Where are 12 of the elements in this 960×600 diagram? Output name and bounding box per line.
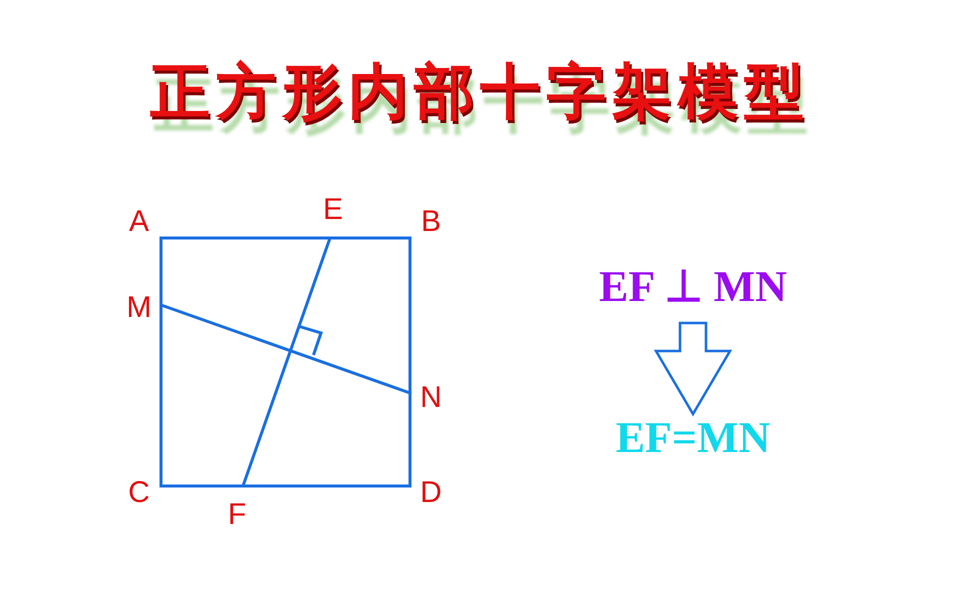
- title: 正方形内部十字架模型: [149, 56, 811, 129]
- statement-text: EF=MN: [563, 413, 823, 463]
- point-label: E: [323, 194, 343, 226]
- point-label: N: [420, 382, 442, 414]
- point-label: F: [228, 499, 246, 531]
- point-label: C: [128, 477, 150, 509]
- point-label: B: [421, 206, 441, 238]
- point-label: M: [126, 292, 152, 324]
- hollow-down-arrow: [654, 322, 732, 416]
- point-label: A: [129, 206, 149, 238]
- statement-text: EF ⊥ MN: [563, 262, 823, 312]
- point-label: D: [420, 477, 442, 509]
